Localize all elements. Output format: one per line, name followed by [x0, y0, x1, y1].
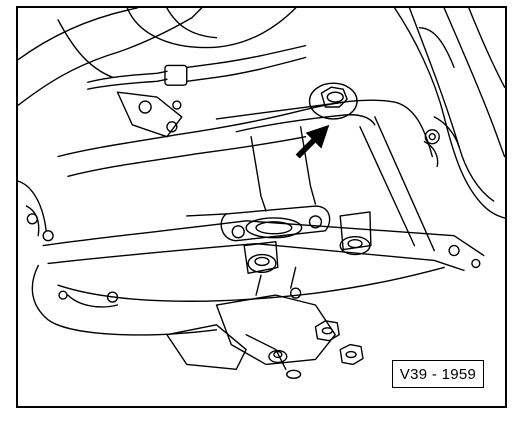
- lower-bracket: [166, 294, 336, 371]
- bell-housing-outline: [393, 8, 505, 219]
- filler-plug: [308, 82, 358, 120]
- lower-bolt-3: [268, 349, 288, 364]
- hose-line: [87, 70, 168, 83]
- hose-fitting: [164, 64, 188, 86]
- lower-bolt-1: [314, 320, 340, 342]
- bolt-right: [339, 211, 372, 256]
- direction-arrow: [295, 124, 330, 159]
- housing-upper-left-inner: [18, 8, 203, 106]
- oil-pan-rim: [42, 220, 485, 257]
- lower-bolt-2: [339, 343, 364, 366]
- transmission-line-drawing: [18, 8, 505, 379]
- housing-upper-left: [18, 8, 138, 61]
- figure-frame: V39 - 1959: [16, 6, 507, 408]
- bolt-left: [243, 240, 279, 275]
- housing-body: [57, 99, 433, 158]
- figure-reference-label: V39 - 1959: [392, 360, 484, 388]
